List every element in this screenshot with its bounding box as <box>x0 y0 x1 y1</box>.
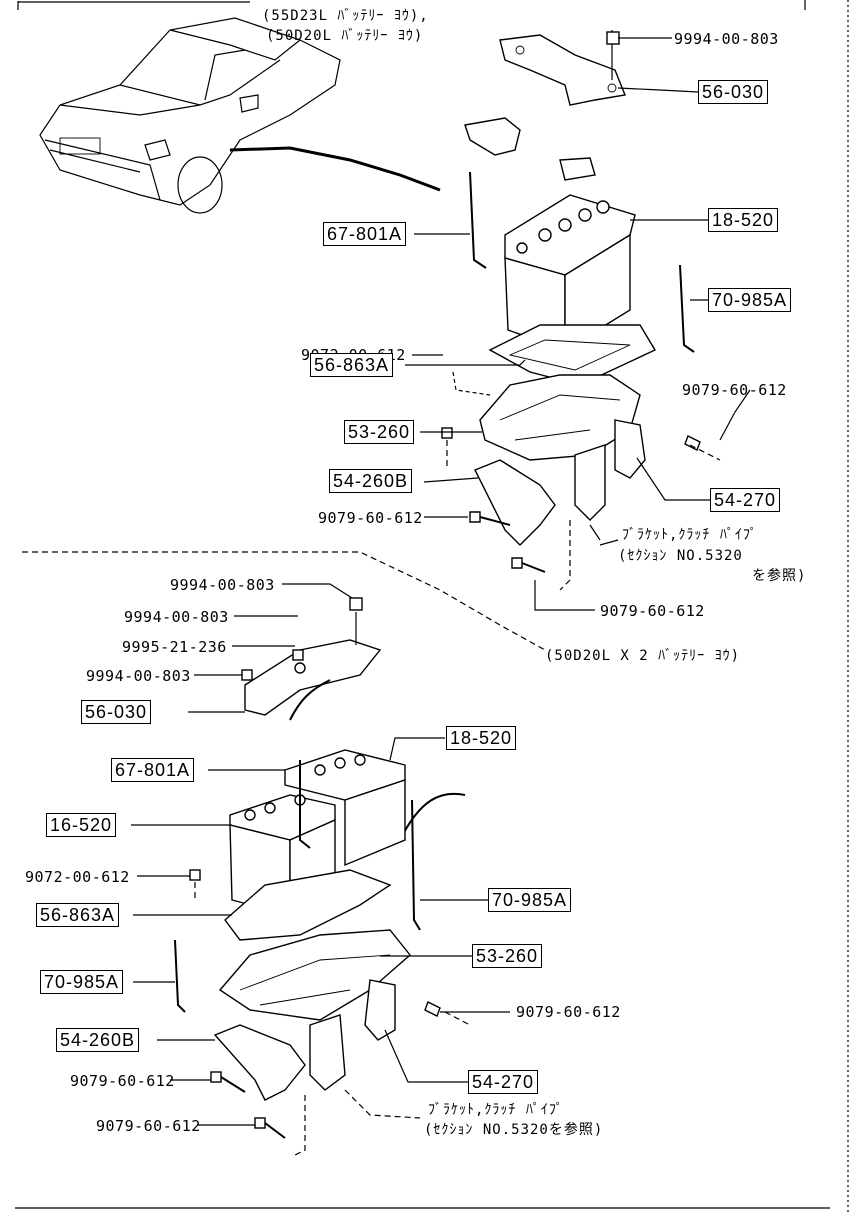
part-box-56-030[interactable]: 56-030 <box>698 80 769 104</box>
upper-assembly <box>441 30 721 591</box>
part-box-70-985A-left[interactable]: 70-985A <box>40 970 124 994</box>
part-box-56-863A-lower[interactable]: 56-863A <box>36 903 120 927</box>
lower-leaders <box>131 583 510 1126</box>
part-box-56-863A[interactable]: 56-863A <box>310 353 394 377</box>
reference-note-line3: を参照) <box>752 568 807 584</box>
part-number-9994-00-803-a: 9994-00-803 <box>170 576 275 594</box>
part-number-9994-00-803: 9994-00-803 <box>674 30 779 48</box>
upper-leaders <box>405 37 751 611</box>
part-box-54-260B[interactable]: 54-260B <box>329 469 413 493</box>
reference-note-line1: ﾌﾞﾗｹｯﾄ,ｸﾗｯﾁ ﾊﾟｲﾌﾟ <box>622 527 758 543</box>
part-box-53-260[interactable]: 53-260 <box>344 420 415 444</box>
part-number-9995-21-236: 9995-21-236 <box>122 638 227 656</box>
part-box-54-270[interactable]: 54-270 <box>710 488 781 512</box>
variant-note-lower: (50D20L X 2 ﾊﾞｯﾃﾘｰ ﾖｳ) <box>545 648 741 664</box>
part-box-70-985A[interactable]: 70-985A <box>708 288 792 312</box>
part-number-9079-60-612-c: 9079-60-612 <box>600 602 705 620</box>
part-number-9079-60-612-lower-b: 9079-60-612 <box>70 1072 175 1090</box>
part-box-53-260-lower[interactable]: 53-260 <box>472 944 543 968</box>
part-number-9079-60-612-lower-c: 9079-60-612 <box>96 1117 201 1135</box>
reference-note-line2: (ｾｸｼｮﾝ NO.5320 <box>618 548 743 564</box>
part-box-70-985A-right[interactable]: 70-985A <box>488 888 572 912</box>
variant-note-line2: (50D20L ﾊﾞｯﾃﾘｰ ﾖｳ) <box>266 28 424 44</box>
part-box-54-260B-lower[interactable]: 54-260B <box>56 1028 140 1052</box>
part-box-18-520-lower[interactable]: 18-520 <box>446 726 517 750</box>
part-number-9079-60-612-a: 9079-60-612 <box>682 381 787 399</box>
part-box-16-520[interactable]: 16-520 <box>46 813 117 837</box>
part-number-9072-00-612-lower: 9072-00-612 <box>25 868 130 886</box>
part-number-9994-00-803-b: 9994-00-803 <box>124 608 229 626</box>
part-box-67-801A-lower[interactable]: 67-801A <box>111 758 195 782</box>
variant-note-line1: (55D23L ﾊﾞｯﾃﾘｰ ﾖｳ), <box>262 8 429 24</box>
car-illustration <box>39 17 441 214</box>
part-box-56-030-lower[interactable]: 56-030 <box>81 700 152 724</box>
part-number-9994-00-803-c: 9994-00-803 <box>86 667 191 685</box>
reference-note-lower-line1: ﾌﾞﾗｹｯﾄ,ｸﾗｯﾁ ﾊﾟｲﾌﾟ <box>428 1102 564 1118</box>
part-box-18-520[interactable]: 18-520 <box>708 208 779 232</box>
part-box-54-270-lower[interactable]: 54-270 <box>468 1070 539 1094</box>
part-number-9079-60-612-lower-a: 9079-60-612 <box>516 1003 621 1021</box>
reference-note-lower-line2: (ｾｸｼｮﾝ NO.5320を参照) <box>424 1122 604 1138</box>
part-box-67-801A[interactable]: 67-801A <box>323 222 407 246</box>
lower-assembly <box>174 597 471 1156</box>
part-number-9079-60-612-b: 9079-60-612 <box>318 509 423 527</box>
